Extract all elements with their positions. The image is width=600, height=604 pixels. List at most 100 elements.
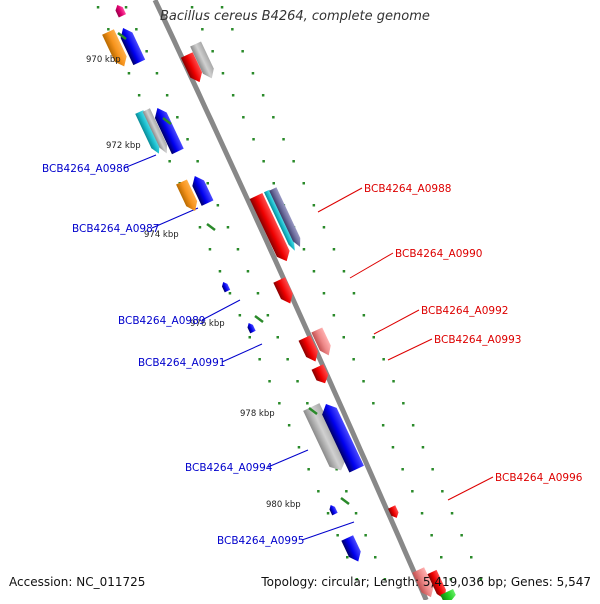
gene-arrow[interactable]	[341, 535, 364, 564]
track-dot	[276, 336, 279, 339]
gray-gene-shape	[303, 403, 346, 471]
gene-arrow[interactable]	[135, 110, 163, 155]
track-dot	[252, 138, 255, 141]
gene-label-bcb4264_a0993[interactable]: BCB4264_A0993	[434, 334, 521, 346]
label-leader-line	[221, 343, 263, 363]
track-dot	[372, 336, 375, 339]
gene-arrow[interactable]	[220, 281, 231, 293]
scale-tick-label: 970 kbp	[86, 55, 121, 65]
accession-label: Accession: NC_011725	[9, 575, 146, 589]
gene-arrow[interactable]	[269, 187, 303, 248]
track-dot	[346, 556, 349, 559]
gene-arrow[interactable]	[190, 41, 217, 80]
gene-arrow[interactable]	[152, 105, 184, 155]
gene-arrow[interactable]	[311, 327, 334, 357]
gene-arrow[interactable]	[102, 29, 130, 69]
gene-arrow[interactable]	[427, 569, 449, 600]
scale-tick-label: 980 kbp	[266, 500, 301, 510]
genome-title: Bacillus cereus B4264, complete genome	[160, 9, 430, 24]
gene-arrow[interactable]	[319, 401, 364, 473]
genome-stats: Topology: circular; Length: 5,419,036 bp…	[261, 575, 591, 589]
track-dot	[251, 72, 255, 75]
scale-tick-label: 974 kbp	[144, 230, 179, 240]
gene-arrow[interactable]	[189, 173, 214, 206]
gene-label-bcb4264_a0991[interactable]: BCB4264_A0991	[138, 357, 225, 369]
track-dot	[107, 28, 110, 31]
gene-arrow[interactable]	[387, 505, 400, 519]
track-dot	[211, 50, 214, 53]
label-leader-line	[387, 338, 433, 361]
pink-gene-shape	[412, 567, 434, 598]
gene-label-bcb4264_a0992[interactable]: BCB4264_A0992	[421, 305, 508, 317]
label-leader-line	[373, 309, 420, 335]
gene-label-bcb4264_a0995[interactable]: BCB4264_A0995	[217, 535, 304, 547]
label-leader-line	[151, 207, 199, 229]
track-dot	[362, 380, 365, 383]
track-dot	[312, 204, 316, 207]
track-dot	[392, 380, 395, 383]
gene-arrow[interactable]	[142, 108, 171, 155]
red-gene-shape	[298, 335, 318, 362]
track-dot	[307, 468, 310, 471]
track-dot	[440, 556, 443, 559]
track-dot	[186, 138, 189, 141]
gene-label-bcb4264_a0994[interactable]: BCB4264_A0994	[185, 462, 273, 474]
gene-arrow[interactable]	[303, 403, 349, 474]
track-dot	[272, 182, 275, 185]
gene-arrow[interactable]	[246, 322, 256, 334]
track-dot	[168, 160, 171, 163]
track-dot	[286, 358, 289, 361]
track-dot	[402, 402, 405, 405]
red-gene-shape	[273, 277, 293, 304]
gene-label-bcb4264_a0988[interactable]: BCB4264_A0988	[364, 183, 451, 195]
track-dot	[322, 226, 326, 229]
gene-label-bcb4264_a0989[interactable]: BCB4264_A0989	[118, 315, 205, 327]
gene-arrow[interactable]	[180, 52, 206, 85]
gene-label-bcb4264_a0987[interactable]: BCB4264_A0987	[72, 223, 159, 235]
track-dot	[256, 292, 260, 295]
gene-arrow[interactable]	[412, 567, 437, 600]
label-leader-line	[317, 187, 363, 213]
gene-arrow[interactable]	[249, 193, 293, 264]
track-dot	[278, 402, 281, 405]
gene-label-bcb4264_a0990[interactable]: BCB4264_A0990	[395, 248, 482, 260]
track-dot	[282, 138, 285, 141]
track-dot	[381, 424, 385, 427]
track-dot	[342, 336, 345, 339]
track-dot	[198, 226, 202, 229]
red-gene-shape	[249, 193, 290, 262]
gene-arrow[interactable]	[328, 504, 338, 516]
gene-arrow[interactable]	[298, 335, 322, 364]
blue-gene-shape	[221, 282, 231, 293]
red-gene-shape	[427, 569, 446, 600]
track-dot	[306, 402, 309, 405]
blue-gene-shape	[247, 323, 256, 334]
track-dot	[145, 50, 148, 53]
orange-gene-shape	[102, 29, 127, 67]
track-dot	[332, 314, 336, 317]
gene-arrow[interactable]	[311, 364, 331, 386]
gene-label-bcb4264_a0996[interactable]: BCB4264_A0996	[495, 472, 583, 484]
track-dot	[460, 534, 463, 537]
blue-gene-shape	[329, 505, 338, 516]
scale-tick-label: 978 kbp	[240, 409, 275, 419]
gene-label-bcb4264_a0986[interactable]: BCB4264_A0986	[42, 163, 130, 175]
track-dot	[317, 490, 320, 493]
track-dot	[266, 314, 270, 317]
track-dot	[165, 94, 169, 97]
track-dot	[355, 578, 359, 581]
blue-gene-shape	[192, 176, 214, 206]
gene-arrow[interactable]	[263, 189, 298, 252]
track-dot	[176, 116, 179, 119]
gene-arrow[interactable]	[117, 25, 146, 66]
gene-arrow[interactable]	[176, 179, 200, 213]
gene-arrow[interactable]	[114, 3, 127, 18]
gene-arrow[interactable]	[273, 277, 296, 306]
track-dot	[450, 512, 454, 515]
track-dot	[231, 94, 235, 97]
gene-arrow[interactable]	[440, 589, 457, 602]
track-dot	[382, 358, 385, 361]
track-dot	[479, 578, 483, 581]
